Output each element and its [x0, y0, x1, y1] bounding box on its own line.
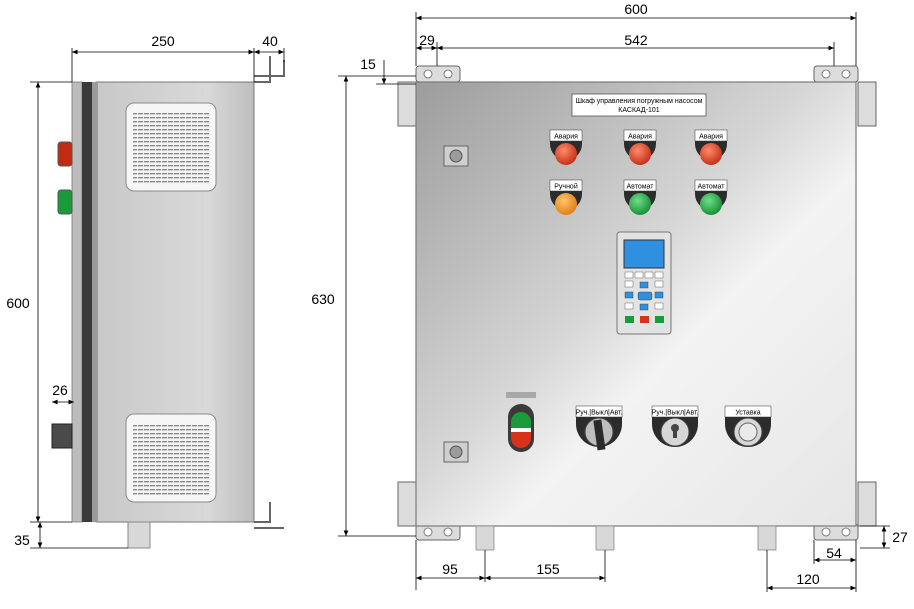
door-seal — [82, 82, 92, 522]
lamp-row-1: Авария Авария Авария — [549, 129, 728, 165]
side-red-button — [57, 141, 73, 167]
side-vent-bottom — [125, 413, 217, 503]
side-view: 250 40 600 26 35 — [6, 33, 285, 549]
switch-label: Руч.|Выкл|Авт. — [652, 410, 699, 417]
lamp-label: Авария — [628, 134, 652, 141]
setpoint-knob: Уставка — [724, 405, 772, 447]
dim-total-height: 630 — [311, 291, 335, 307]
side-flange-top — [254, 56, 285, 83]
dim-total-width: 600 — [624, 1, 648, 17]
controller-screen — [623, 239, 665, 269]
dim-top-offset: 15 — [360, 56, 376, 72]
dim-mount-span: 542 — [624, 32, 648, 48]
lamp-alarm-1: Авария — [549, 129, 583, 165]
dim-gland-2: 155 — [536, 561, 560, 577]
dim-mount-offset: 29 — [419, 32, 435, 48]
nameplate-line1: Шкаф управления погружным насосом — [576, 98, 703, 105]
lamp-auto-2: Автомат — [694, 179, 728, 215]
lamp-label: Ручной — [554, 183, 578, 191]
switch-label: Уставка — [735, 410, 760, 417]
dim-side-height: 600 — [6, 295, 30, 311]
dim-gland: 35 — [14, 532, 30, 548]
lamp-alarm-2: Авария — [623, 129, 657, 165]
dim-gland-1: 95 — [442, 561, 458, 577]
dim-foot-width: 54 — [826, 545, 842, 561]
dim-foot-height: 27 — [892, 529, 908, 545]
dim-gland-4: 120 — [796, 571, 820, 587]
lamp-label: Автомат — [697, 184, 725, 191]
side-vent-top — [125, 102, 217, 192]
start-stop-button — [506, 392, 536, 452]
dim-depth: 250 — [151, 33, 175, 49]
lamp-row-2: Ручной Автомат Автомат — [549, 179, 728, 215]
lamp-label: Авария — [699, 134, 723, 141]
controller-keypad — [616, 231, 672, 335]
lamp-label: Авария — [554, 134, 578, 141]
nameplate-line2: КАСКАД-101 — [618, 107, 659, 114]
lamp-label: Автомат — [626, 184, 654, 191]
side-gland — [127, 521, 151, 549]
front-view: Шкаф управления погружным насосом КАСКАД… — [311, 1, 908, 592]
side-handle — [51, 423, 73, 449]
lamp-auto-1: Автомат — [623, 179, 657, 215]
lamp-manual: Ручной — [549, 179, 583, 215]
lamp-alarm-3: Авария — [694, 129, 728, 165]
side-green-button — [57, 189, 73, 215]
selector-switch-2: Руч.|Выкл|Авт. — [652, 405, 699, 447]
side-flange-bottom — [254, 502, 284, 529]
dim-handle: 26 — [52, 382, 68, 398]
nameplate — [571, 93, 707, 117]
hinge-strip — [92, 82, 98, 522]
front-cable-glands — [475, 525, 777, 551]
door-edge — [71, 81, 83, 523]
switch-label: Руч.|Выкл|Авт. — [576, 410, 623, 417]
dim-flange: 40 — [262, 33, 278, 49]
selector-switch-1: Руч.|Выкл|Авт. — [576, 405, 623, 451]
